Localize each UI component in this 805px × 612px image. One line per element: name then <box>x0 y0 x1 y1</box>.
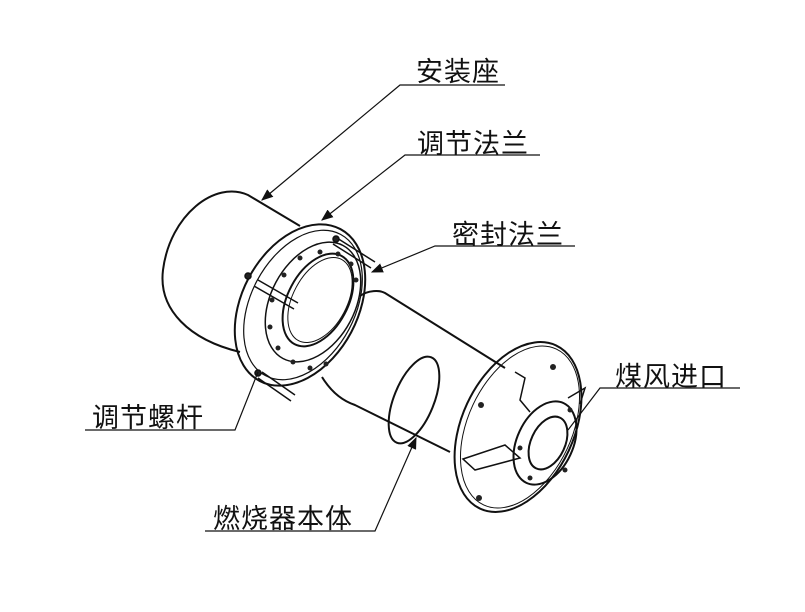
bolt-holes <box>267 249 359 371</box>
adjusting-flange <box>233 223 367 387</box>
label-adjust-flange: 调节法兰 <box>417 129 529 160</box>
label-seal-flange: 密封法兰 <box>452 220 564 251</box>
label-burner-body: 燃烧器本体 <box>213 504 353 535</box>
inlet-flange <box>453 341 587 513</box>
leader-lines <box>85 84 740 532</box>
burner-body <box>321 290 506 453</box>
label-mount: 安装座 <box>416 57 500 88</box>
label-coal-air-inlet: 煤风进口 <box>615 362 727 393</box>
sealing-flange <box>264 241 362 371</box>
adjusting-screws <box>244 235 376 402</box>
mounting-seat <box>161 190 301 353</box>
label-adjust-screw: 调节螺杆 <box>92 403 204 434</box>
